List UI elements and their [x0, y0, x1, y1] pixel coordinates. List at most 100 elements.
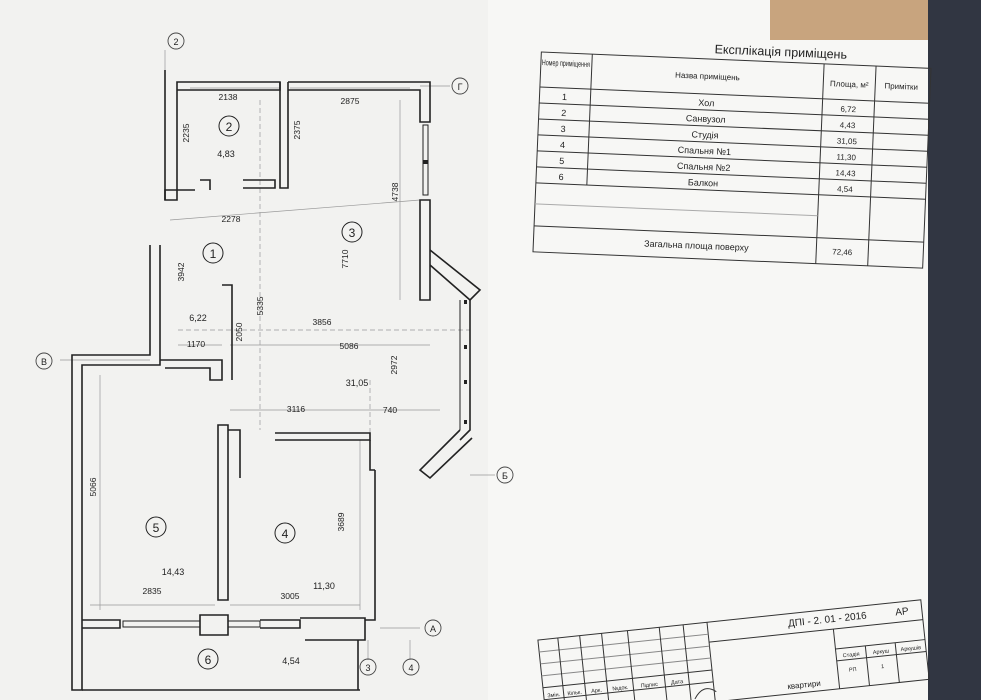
table-row: 3 Студія 31,05 [560, 124, 857, 146]
svg-text:6,22: 6,22 [189, 313, 207, 323]
svg-text:РП: РП [849, 667, 857, 674]
svg-text:4,43: 4,43 [840, 121, 856, 131]
svg-text:Санвузол: Санвузол [686, 113, 726, 125]
dim-7710: 7710 [340, 249, 350, 268]
svg-text:Балкон: Балкон [688, 177, 719, 188]
room-6-label: 6 4,54 [197, 648, 300, 670]
room-labels: 2 4,83 1 6,22 3 31,05 5 14,43 4 11,30 6 … [145, 115, 369, 670]
dim-2972: 2972 [389, 355, 399, 374]
svg-text:Змін.: Змін. [547, 692, 561, 699]
svg-text:В: В [41, 357, 47, 367]
svg-text:6,72: 6,72 [840, 105, 856, 115]
table-row: 4 Спальня №1 11,30 [560, 140, 857, 162]
room-4-label: 4 11,30 [274, 522, 335, 591]
svg-text:4: 4 [282, 527, 289, 541]
room-5-label: 5 14,43 [145, 516, 185, 577]
axis-a-marker: А [424, 619, 442, 637]
dim-2835: 2835 [143, 586, 162, 596]
explication-rows: 1 Хол 6,72 2 Санвузол 4,43 3 Студія 31,0… [558, 92, 857, 194]
table-row: 5 Спальня №2 14,43 [559, 156, 856, 178]
room-2-label: 2 4,83 [217, 115, 240, 159]
axis-markers: 2 Г В Б А 3 4 [35, 32, 514, 676]
svg-text:Підпис: Підпис [640, 682, 658, 690]
svg-text:1: 1 [881, 664, 885, 670]
dark-side-strip [928, 0, 981, 700]
svg-text:А: А [430, 624, 436, 634]
explication-table: Експлікація приміщень Номер приміщення Н… [532, 42, 932, 269]
stamp-fragment-text: квартири [787, 679, 821, 691]
walls [71, 70, 482, 691]
axis-3-marker: 3 [359, 658, 377, 676]
dim-2235: 2235 [181, 123, 191, 142]
dim-740: 740 [383, 405, 397, 415]
axis-4-marker: 4 [402, 658, 420, 676]
svg-text:2: 2 [173, 37, 178, 47]
svg-text:3: 3 [365, 663, 370, 673]
dim-5086: 5086 [340, 341, 359, 351]
dim-5335: 5335 [255, 296, 265, 315]
dimension-labels: 2138 2875 2235 2375 4738 2278 7710 3942 … [88, 92, 400, 601]
svg-text:Арк.: Арк. [591, 688, 603, 695]
dim-3689: 3689 [336, 512, 346, 531]
dim-2375: 2375 [292, 120, 302, 139]
svg-text:11,30: 11,30 [313, 581, 335, 591]
svg-text:31,05: 31,05 [346, 378, 369, 388]
room-3-label: 3 31,05 [341, 221, 369, 388]
dim-3116: 3116 [287, 404, 306, 414]
total-label: Загальна площа поверху [644, 238, 749, 252]
svg-text:4,83: 4,83 [217, 149, 235, 159]
window-marks [423, 160, 467, 424]
svg-text:Стадія: Стадія [843, 651, 860, 659]
axis-2-marker: 2 [167, 32, 185, 50]
table-row: 6 Балкон 4,54 [558, 172, 853, 194]
svg-text:14,43: 14,43 [835, 168, 856, 178]
dim-5066: 5066 [88, 477, 98, 496]
dim-3942: 3942 [176, 262, 186, 281]
table-row: 2 Санвузол 4,43 [561, 108, 856, 130]
svg-text:4,54: 4,54 [837, 185, 853, 195]
title-block: ДПІ - 2. 01 - 2016 АР Змін. Кільк. Арк. … [537, 599, 930, 700]
svg-text:Аркушів: Аркушів [900, 645, 921, 653]
svg-text:5: 5 [559, 156, 564, 166]
svg-text:4,54: 4,54 [282, 656, 300, 666]
svg-text:Спальня №2: Спальня №2 [677, 161, 731, 173]
header-area: Площа, м² [830, 79, 869, 90]
svg-text:1: 1 [210, 247, 217, 261]
table-row: 1 Хол 6,72 [562, 92, 857, 114]
dim-4738: 4738 [390, 182, 400, 201]
total-value: 72,46 [832, 247, 853, 257]
svg-text:31,05: 31,05 [837, 136, 858, 146]
svg-text:3: 3 [560, 124, 565, 134]
svg-text:Аркуш: Аркуш [873, 648, 890, 656]
svg-text:Хол: Хол [698, 98, 714, 109]
axis-b-marker: Б [496, 466, 514, 484]
dim-3005: 3005 [281, 591, 300, 601]
svg-text:Дата: Дата [671, 679, 685, 686]
dim-2138: 2138 [219, 92, 238, 102]
svg-text:3: 3 [349, 226, 356, 240]
svg-text:2: 2 [561, 108, 566, 118]
explication-title: Експлікація приміщень [714, 42, 847, 62]
signature-mark [694, 688, 717, 700]
svg-text:Спальня №1: Спальня №1 [678, 145, 732, 157]
svg-text:Б: Б [502, 471, 508, 481]
svg-text:4: 4 [560, 140, 565, 150]
svg-text:14,43: 14,43 [162, 567, 185, 577]
svg-text:5: 5 [153, 521, 160, 535]
svg-text:4: 4 [408, 663, 413, 673]
svg-text:1: 1 [562, 92, 567, 102]
svg-text:Г: Г [458, 82, 463, 92]
svg-text:6: 6 [205, 653, 212, 667]
svg-text:№док.: №док. [612, 685, 629, 693]
svg-text:11,30: 11,30 [836, 152, 856, 162]
header-number-line: Номер приміщення [542, 58, 590, 69]
desk-background [770, 0, 930, 40]
dim-2875: 2875 [341, 96, 360, 106]
svg-text:6: 6 [558, 172, 563, 182]
axis-g-marker: Г [451, 77, 469, 95]
svg-text:2: 2 [226, 120, 233, 134]
dim-2050: 2050 [234, 322, 244, 341]
room-1-label: 1 6,22 [189, 242, 224, 323]
svg-text:Студія: Студія [691, 129, 719, 140]
